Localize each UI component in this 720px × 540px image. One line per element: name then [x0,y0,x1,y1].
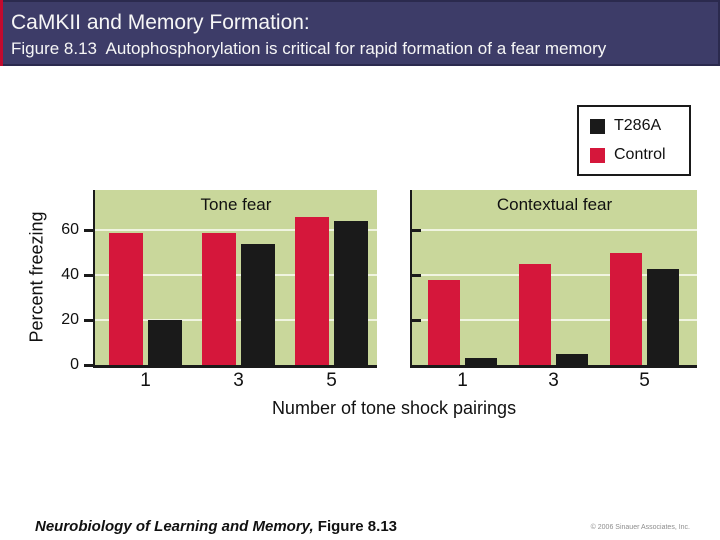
y-axis-tick-labels: 0 20 40 60 [40,190,86,373]
legend-swatch-t286a [590,118,605,134]
copyright-notice: © 2006 Sinauer Associates, Inc. [590,524,690,531]
bar-t286a-pairing-1 [148,320,182,365]
y-tick-label: 0 [70,356,79,373]
contextual-fear-plot: Contextual fear [410,190,697,368]
page-title: CaMKII and Memory Formation: [11,11,310,34]
y-axis-tick [412,318,421,322]
page-subtitle: Figure 8.13 Autophosphorylation is criti… [11,39,607,58]
x-tick-label: 3 [548,370,559,391]
bar-control-pairing-1 [428,279,460,365]
legend-label: Control [614,146,666,163]
source-credit-book: Neurobiology of Learning and Memory, [35,518,314,535]
slide-header: CaMKII and Memory Formation: Figure 8.13… [0,0,720,66]
y-axis-tick [412,228,421,232]
panel-title-tone-fear: Tone fear [200,195,272,214]
bar-t286a-pairing-5 [334,221,368,365]
y-axis-tick [84,318,93,322]
bar-control-pairing-1 [109,232,143,365]
gridline [95,274,377,277]
x-tick-label: 5 [639,370,650,391]
x-tick-label: 1 [457,370,468,391]
x-tick-label: 5 [326,370,337,391]
panel-title-contextual-fear: Contextual fear [496,195,613,214]
y-axis-tick [84,228,93,232]
y-tick-label: 40 [61,266,79,284]
gridline [95,229,377,232]
bar-control-pairing-3 [202,232,236,365]
bar-t286a-pairing-1 [465,358,497,365]
source-credit-figure: Figure 8.13 [313,518,398,535]
gridline [412,274,697,277]
gridline [95,319,377,322]
gridline [412,229,697,232]
y-tick-label: 60 [61,221,79,239]
chart-legend: T286A Control [577,105,691,176]
source-credit: Neurobiology of Learning and Memory, Fig… [35,518,397,535]
x-tick-labels-contextual-fear: 1 3 5 [410,370,695,396]
bar-control-pairing-5 [610,252,642,365]
bar-t286a-pairing-3 [556,353,588,365]
bar-control-pairing-3 [519,264,551,365]
y-tick-label: 20 [61,311,79,329]
y-axis-tick [412,273,421,277]
legend-item: T286A [590,117,689,135]
y-axis-tick [84,363,93,367]
legend-item: Control [590,146,689,164]
x-tick-label: 3 [233,370,244,391]
bar-control-pairing-5 [295,216,329,365]
x-tick-labels-tone-fear: 1 3 5 [93,370,375,396]
y-axis-tick [84,273,93,277]
tone-fear-plot: Tone fear [84,190,377,368]
bar-t286a-pairing-5 [647,268,679,365]
bar-t286a-pairing-3 [241,243,275,365]
x-axis-title: Number of tone shock pairings [271,398,517,418]
legend-label: T286A [614,117,662,134]
legend-swatch-control [590,147,605,163]
x-tick-label: 1 [140,370,151,391]
gridline [412,319,697,322]
